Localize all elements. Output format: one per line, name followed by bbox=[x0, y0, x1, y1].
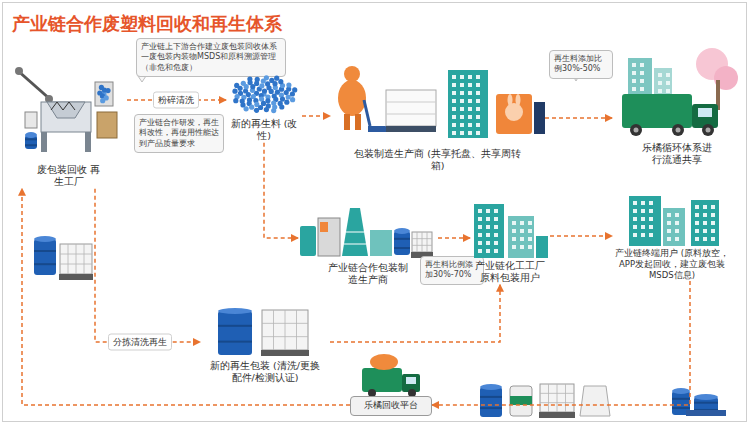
flow-arrow bbox=[550, 235, 612, 237]
callout-box: 产业链合作研发，再生料改性，再使用性能达到产品质量要求 bbox=[134, 114, 224, 153]
node-text: 再生料添加比例30%-50% bbox=[554, 54, 608, 75]
stage-node: 产业链合作包装制造生产商 bbox=[298, 202, 438, 287]
node-text: 产业链合作研发，再生料改性，再使用性能达到产品质量要求 bbox=[139, 118, 219, 149]
platform-box: 乐橘回收平台 bbox=[350, 396, 432, 416]
flow-arrow bbox=[95, 189, 200, 342]
node-text: 产业链上下游合作建立废包装回收体系—废包装内装物MSDS和原料溯源管理（非危和危… bbox=[141, 42, 281, 73]
callout-box: 再生料添加比例30%-50% bbox=[549, 50, 613, 79]
node-text: 废包装回收 再生工厂 bbox=[34, 164, 104, 189]
stage-node: 新的再生料 (改性) bbox=[226, 72, 302, 143]
stage-node: 产业链化工工厂 原料包装用户 bbox=[470, 196, 550, 285]
stage-node: 产业链终端用户 (原料放空，APP发起回收，建立废包装MSDS信息) bbox=[612, 190, 732, 281]
stage-node: 废包装回收 再生工厂 bbox=[10, 52, 127, 189]
flow-arrow bbox=[22, 189, 350, 405]
flow-arrow bbox=[438, 237, 470, 239]
stage-illustration bbox=[330, 50, 545, 146]
stage-illustration bbox=[226, 72, 302, 116]
callout-box: 再生料比例添加30%-70% bbox=[420, 256, 484, 285]
diagram-title: 产业链合作废塑料回收和再生体系 bbox=[12, 12, 282, 36]
stage-illustration bbox=[615, 190, 730, 246]
node-text: 新的再生包装 (清洗/更换配件/检测认证) bbox=[209, 360, 321, 385]
stage-illustration bbox=[612, 44, 742, 140]
flow-arrow bbox=[264, 143, 298, 238]
stage-illustration bbox=[298, 202, 438, 260]
flow-arrow bbox=[330, 285, 500, 342]
stage-illustration bbox=[470, 196, 550, 258]
stage-node: 乐橘循环体系进行流通共享 bbox=[612, 44, 742, 167]
stage-node: 新的再生包装 (清洗/更换配件/检测认证) bbox=[200, 300, 330, 385]
callout-box: 产业链上下游合作建立废包装回收体系—废包装内装物MSDS和原料溯源管理（非危和危… bbox=[136, 38, 286, 77]
flow-arrow bbox=[545, 117, 612, 119]
flow-arrow bbox=[302, 115, 330, 117]
node-text: 乐橘循环体系进行流通共享 bbox=[639, 142, 715, 167]
node-text: 新的再生料 (改性) bbox=[226, 118, 302, 143]
edge-label: 分拣清洗再生 bbox=[108, 334, 172, 351]
node-text: 产业链化工工厂 原料包装用户 bbox=[470, 260, 550, 285]
stage-node: 包装制造生产商 (共享托盘、共享周转箱) bbox=[330, 50, 545, 173]
edge-label: 粉碎清洗 bbox=[153, 92, 199, 109]
stage-illustration bbox=[200, 300, 330, 358]
node-text: 产业链终端用户 (原料放空，APP发起回收，建立废包装MSDS信息) bbox=[612, 248, 732, 281]
node-text: 乐橘回收平台 bbox=[353, 400, 429, 412]
flow-arrow bbox=[432, 281, 690, 405]
stage-illustration bbox=[11, 52, 126, 162]
node-text: 再生料比例添加30%-70% bbox=[425, 260, 479, 281]
node-text: 产业链合作包装制造生产商 bbox=[327, 262, 409, 287]
node-text: 包装制造生产商 (共享托盘、共享周转箱) bbox=[353, 148, 523, 173]
